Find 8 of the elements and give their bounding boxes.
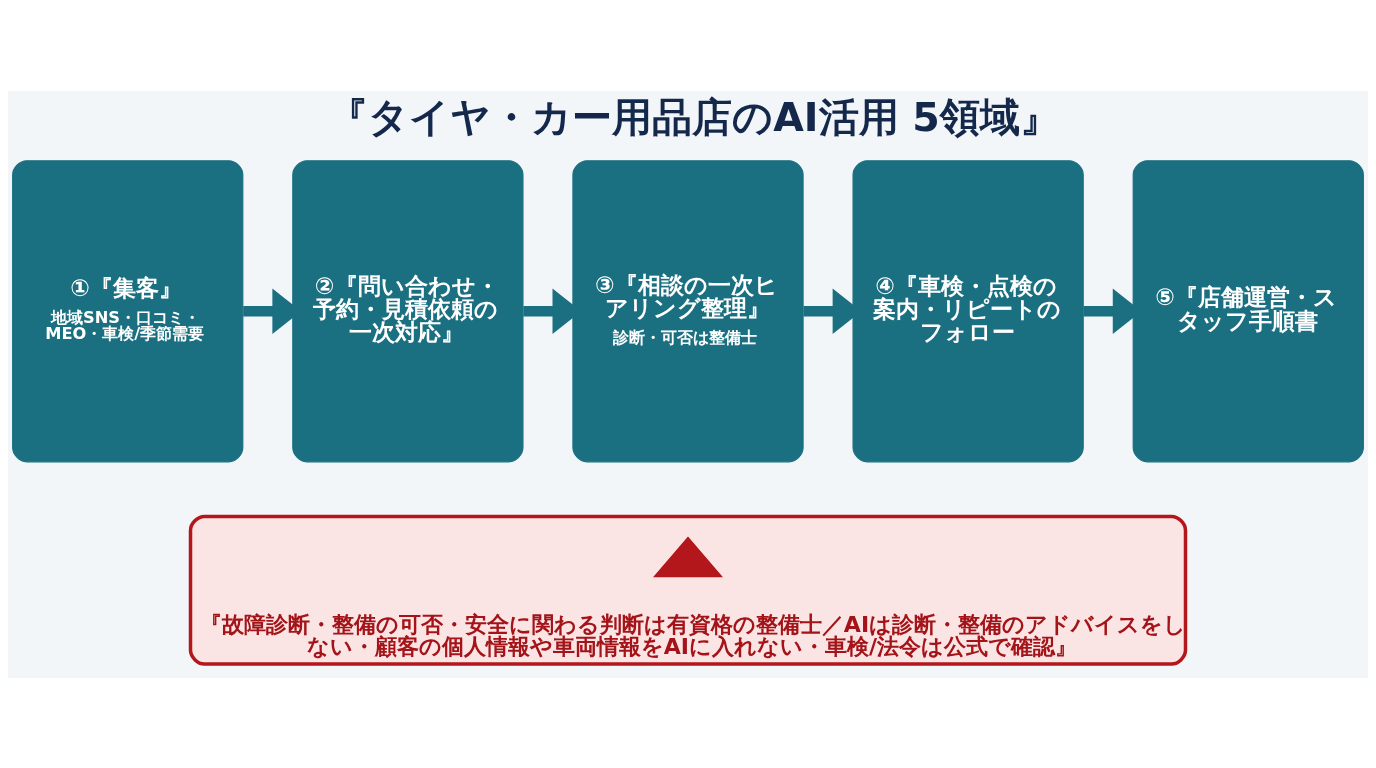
node-box: ②『問い合わせ・予約・見積依頼の一次対応』 <box>292 159 524 462</box>
node-box: ①『集客』 地域SNS・口コミ・MEO・車検/季節需要 <box>12 159 244 462</box>
node-triangle <box>653 535 723 577</box>
node-box: ③『相談の一次ヒアリング整理』 診断・可否は整備士 <box>572 159 804 462</box>
node-box: ④『車検・点検の案内・リピートのフォロー <box>852 159 1084 462</box>
node-box: ⑤『店舗運営・スタッフ手順書 <box>1132 159 1364 462</box>
cluster: 『故障診断・整備の可否・安全に関わる判断は有資格の整備士／AIは診断・整備のアドバイスをしない・顧客の個人情報や車両情報をAIに入れない・車検/法令は公式で確認』 <box>188 514 1188 666</box>
diagram-title: 『タイヤ・カー用品店のAI活用 5領域』 <box>328 93 1060 140</box>
